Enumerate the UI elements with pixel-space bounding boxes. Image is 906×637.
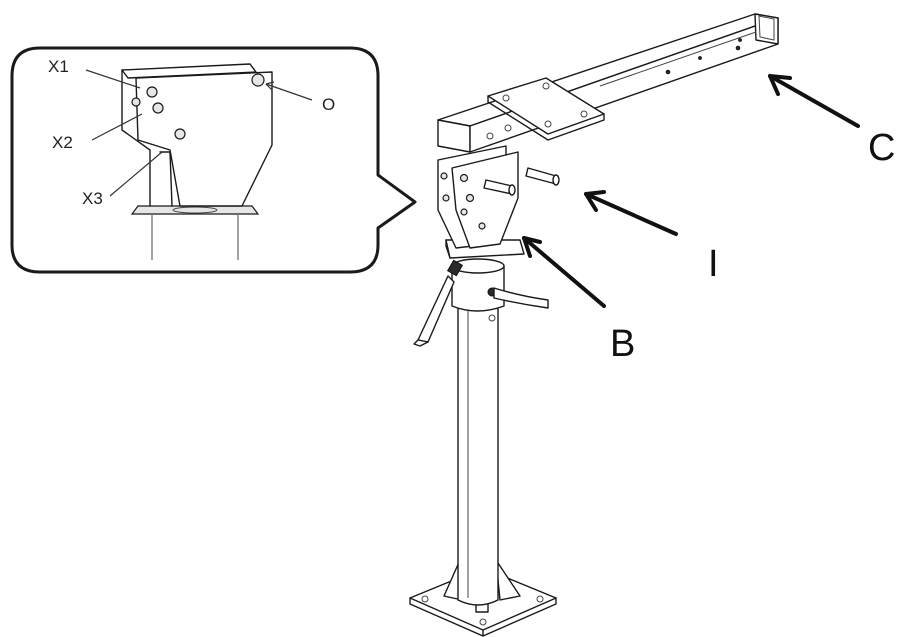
boom-arm-c <box>437 13 779 153</box>
hole-x2 <box>152 102 164 114</box>
arrow-i <box>584 190 678 236</box>
callout-label-x3: X3 <box>82 189 103 208</box>
column-sleeve <box>451 258 505 322</box>
label-i: I <box>708 243 719 285</box>
label-b: B <box>610 323 635 365</box>
callout-label-x2: X2 <box>52 133 73 152</box>
hydraulic-handle <box>413 259 464 347</box>
hole-o <box>251 73 265 87</box>
label-c: C <box>868 127 895 169</box>
arrow-c <box>768 74 860 128</box>
callout-label-x1: X1 <box>48 57 69 76</box>
callout-bracket-detail <box>85 63 313 260</box>
boom-mount-plate <box>487 77 605 141</box>
arrow-b <box>522 236 606 308</box>
callout-label-o: O <box>322 95 335 114</box>
bracket-b <box>437 145 525 259</box>
hole-x3 <box>174 128 186 140</box>
main-column <box>457 299 499 606</box>
hole-x1 <box>146 86 158 98</box>
pins-i <box>483 167 560 196</box>
hydraulic-hose <box>493 287 549 309</box>
